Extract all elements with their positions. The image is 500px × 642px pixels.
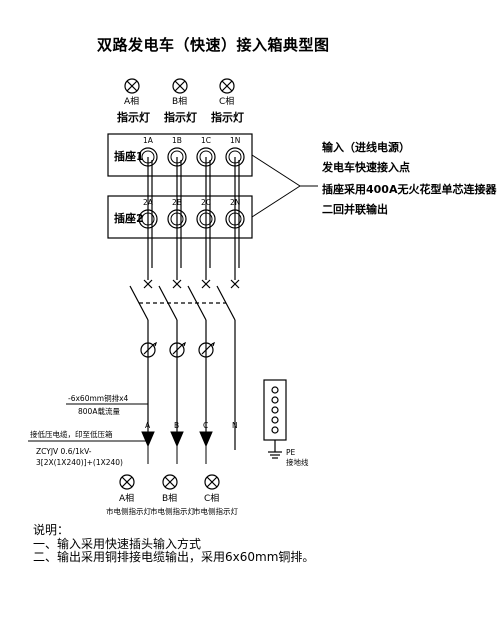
socket1-name: 插座1 (114, 150, 144, 163)
socket2-name: 插座2 (114, 212, 144, 225)
bottom-lamp-a-label: 市电侧指示灯 (106, 507, 151, 516)
current-transformers (140, 341, 216, 358)
cable-note: 接低压电缆，印至低压箱 (30, 430, 113, 439)
bottom-lamp-c-label: 市电侧指示灯 (193, 507, 238, 516)
input-note-line: 插座采用400A无火花型单芯连接器 (322, 183, 497, 196)
socket2-terminal-label: 2C (201, 198, 212, 207)
pe-code: PE (286, 448, 296, 457)
bottom-lamp-c (204, 474, 220, 490)
socket1-terminal-label: 1A (143, 136, 153, 145)
bottom-lamp-b-phase: B相 (162, 494, 178, 504)
cable-cores: 3[2X(1X240)]+(1X240) (36, 458, 123, 467)
socket2-terminal-label: 2B (172, 198, 182, 207)
socket1-terminal-label: 1C (201, 136, 212, 145)
socket1-terminals (138, 147, 245, 167)
bottom-lamp-a-phase: A相 (119, 494, 135, 504)
input-note-line: 二回并联输出 (322, 203, 388, 216)
socket1-terminal-label: 1N (230, 136, 241, 145)
busbar-spec: -6x60mm铜排x4 (68, 394, 129, 403)
output-arrows (141, 431, 213, 464)
top-lamp-c-phase: C相 (219, 97, 235, 107)
bottom-lamp-b (162, 474, 178, 490)
top-lamp-b (172, 78, 188, 94)
top-lamp-a-label: 指示灯 (117, 111, 150, 124)
breaker-blades (129, 285, 236, 450)
bottom-lamp-c-phase: C相 (204, 494, 220, 504)
top-lamp-a-phase: A相 (124, 97, 140, 107)
bottom-lamp-a (119, 474, 135, 490)
phase-conductors (147, 157, 240, 280)
top-lamp-c (219, 78, 235, 94)
phase-label-b: B (174, 421, 180, 430)
top-lamp-b-label: 指示灯 (164, 111, 197, 124)
notes-item: 二、输出采用铜排接电缆输出，采用6x60mm铜排。 (33, 550, 315, 564)
pe-label: 接地线 (286, 458, 309, 467)
notes-heading: 说明： (33, 523, 70, 537)
top-lamp-b-phase: B相 (172, 97, 188, 107)
isolation-marks (143, 279, 240, 289)
top-lamp-c-label: 指示灯 (211, 111, 244, 124)
phase-label-c: C (203, 421, 209, 430)
page-title: 双路发电车（快速）接入箱典型图 (97, 36, 330, 54)
busbar-current: 800A载流量 (78, 407, 120, 416)
pe-terminal-bar (263, 379, 287, 459)
notes-item: 一、输入采用快速插头输入方式 (33, 537, 202, 551)
phase-label-a: A (145, 421, 151, 430)
socket2-terminals (138, 209, 245, 229)
input-note-bracket (251, 154, 318, 218)
bottom-lamp-b-label: 市电侧指示灯 (150, 507, 195, 516)
input-note-line: 发电车快速接入点 (322, 161, 410, 174)
socket1-terminal-label: 1B (172, 136, 182, 145)
input-note-line: 输入（进线电源） (322, 141, 410, 154)
socket2-terminal-label: 2A (143, 198, 153, 207)
socket2-terminal-label: 2N (230, 198, 241, 207)
cable-type: ZCYJV 0.6/1kV- (36, 447, 92, 456)
top-lamp-a (124, 78, 140, 94)
phase-label-n: N (232, 421, 238, 430)
